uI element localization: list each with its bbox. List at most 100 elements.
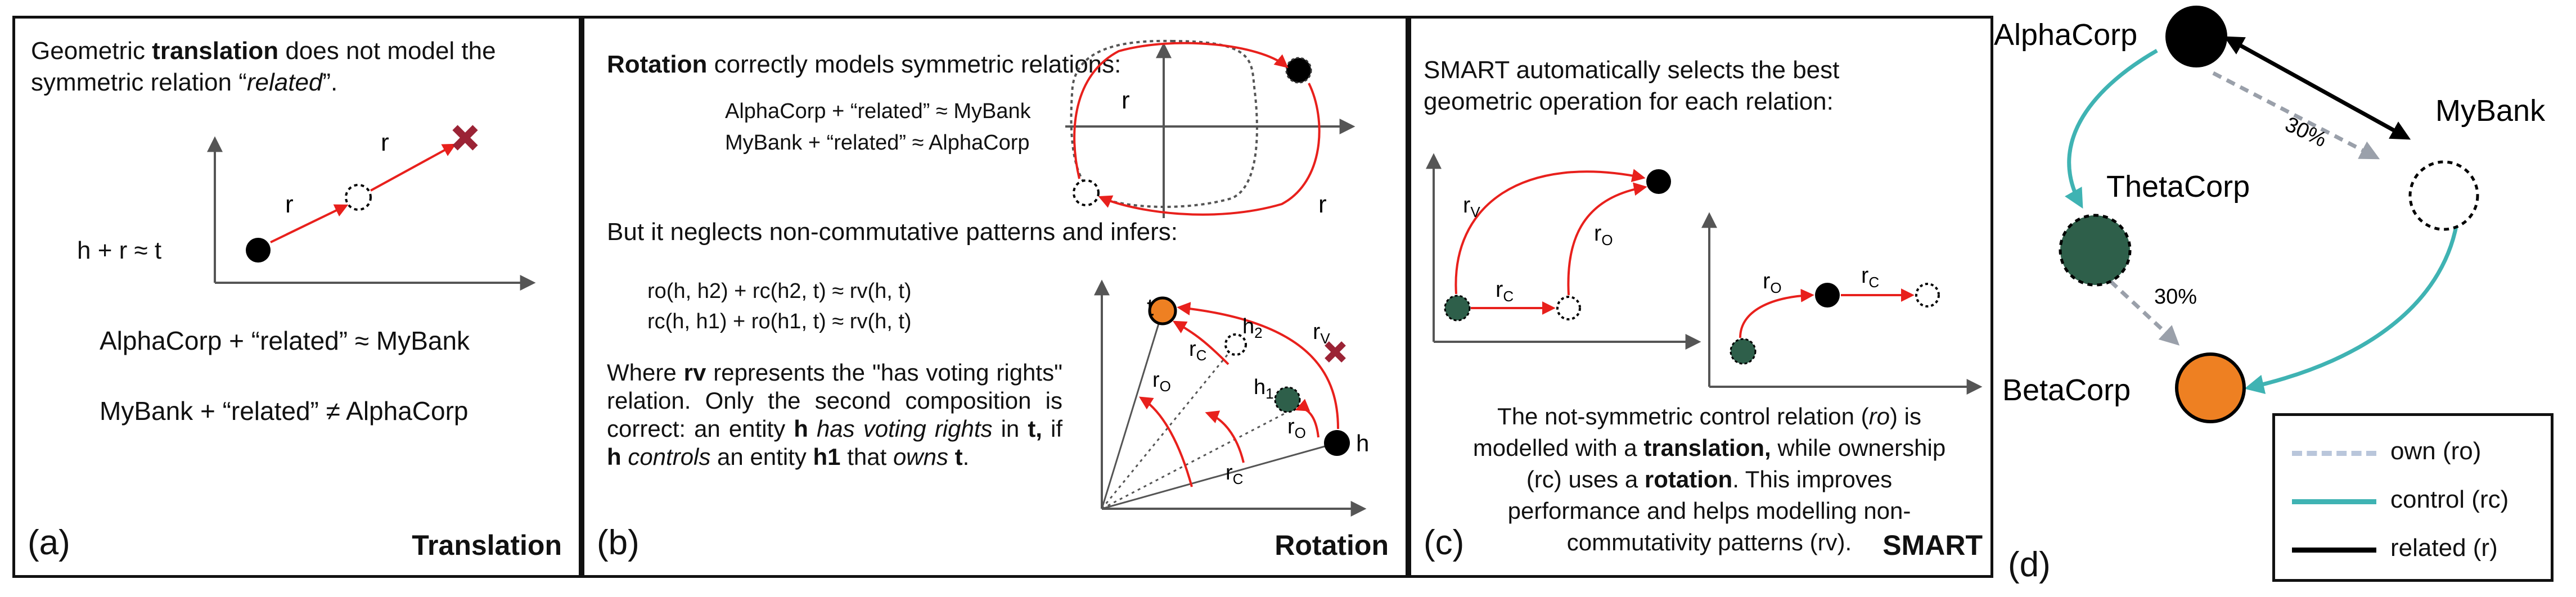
label-h: h — [1356, 430, 1369, 456]
label-mybank: MyBank — [2435, 94, 2546, 128]
label-rc-c1-main: r — [1496, 277, 1503, 302]
where-text: rights" relation. Only the second — [607, 359, 1062, 414]
intro-bold: Rotation — [607, 51, 708, 78]
smart-diagram-left: rV rO rC — [1426, 153, 1701, 350]
para-text: The not-symmetric control relation ( — [1497, 403, 1869, 429]
where-bold: rv — [683, 359, 706, 386]
translation-description: Geometric translation does not model the… — [31, 35, 496, 98]
legend-swatch-related — [2292, 548, 2376, 553]
rotation-intro: Rotation correctly models symmetric rela… — [607, 49, 1121, 80]
panel-letter-b: (b) — [597, 523, 640, 562]
where-paragraph: Where rv represents the "has voting righ… — [607, 359, 1062, 471]
node-t — [1148, 296, 1177, 325]
neglect-text: But it neglects non-commutative patterns… — [607, 218, 1178, 246]
edge-related-forward — [2223, 36, 2408, 140]
label-rv-c-main: r — [1463, 193, 1470, 218]
arrow-ro-h-h1 — [1295, 399, 1319, 438]
where-text: an — [710, 444, 744, 470]
where-bold: t — [954, 444, 963, 470]
legend-label-control: control (rc) — [2390, 486, 2509, 513]
legend-label-related: related (r) — [2390, 534, 2498, 562]
desc-text: symmetric relation “ — [31, 69, 247, 96]
arrow-ro-left — [1567, 182, 1647, 296]
label-ro-c1-main: r — [1594, 221, 1601, 246]
label-ro-c2-sub: O — [1770, 279, 1781, 296]
edge-control-alpha-theta — [2065, 48, 2158, 209]
node-intermediate — [345, 184, 372, 211]
label-h1-sub: 1 — [1266, 385, 1273, 402]
node-dotted-left — [1556, 296, 1581, 320]
arrow-rc-small — [1205, 410, 1245, 463]
label-h1-main: h — [1254, 376, 1266, 399]
equation-1: AlphaCorp + “related” ≈ MyBank — [100, 326, 470, 355]
ray-h1 — [1101, 411, 1288, 510]
legend-swatch-own — [2292, 451, 2376, 456]
para-text: ) is — [1889, 403, 1921, 429]
cross-icon — [452, 125, 478, 151]
legend-swatch-control — [2292, 499, 2376, 504]
where-text: Where — [607, 359, 684, 386]
where-text: entity — [750, 444, 813, 470]
desc-italic: related — [246, 69, 323, 96]
where-text: composition is correct: an entity — [607, 387, 1063, 442]
para-text: commutativity patterns (rv). — [1566, 529, 1852, 555]
para-text: performance and helps modelling non- — [1507, 498, 1911, 524]
node-dotted-right — [1915, 283, 1940, 307]
edge-related-back — [2226, 36, 2411, 140]
label-rv-main: r — [1313, 319, 1320, 344]
para-bold: translation, — [1643, 435, 1771, 461]
label-ro-c2: rO — [1763, 269, 1782, 296]
desc-text: does not model the — [278, 37, 496, 65]
node-h — [246, 238, 271, 263]
label-rv-c-sub: V — [1470, 203, 1480, 220]
intro-text: correctly models symmetric relations: — [707, 51, 1122, 78]
where-bold: t, — [1028, 415, 1042, 442]
para-italic: ro — [1868, 403, 1890, 429]
where-bold: h — [607, 444, 622, 470]
arrow-rot-bottom — [1098, 83, 1321, 216]
node-betacorp — [2175, 352, 2246, 423]
label-h1: h1 — [1254, 376, 1274, 402]
label-ro1-sub: O — [1160, 378, 1171, 395]
edge-own-theta-beta — [2109, 279, 2180, 346]
label-betacorp: BetaCorp — [2002, 373, 2131, 407]
arrow-rc-top — [1172, 320, 1230, 365]
label-ro-c2-main: r — [1763, 269, 1770, 293]
equation-hrt: h + r ≈ t — [77, 237, 162, 264]
para-text: while ownership — [1771, 435, 1946, 461]
smart-diagram-right: rO rC — [1701, 212, 1983, 395]
panel-letter-a: (a) — [28, 523, 70, 562]
label-ro-c1-sub: O — [1601, 232, 1613, 248]
where-bold: h1 — [813, 444, 841, 470]
smart-intro-2: geometric operation for each relation: — [1424, 88, 1834, 115]
label-h2: h2 — [1242, 315, 1263, 341]
label-r1: r — [285, 191, 294, 218]
arrow-rv-left — [1454, 169, 1646, 295]
ray-t — [1101, 316, 1162, 509]
legend-label-own: own (ro) — [2390, 437, 2482, 465]
rotation-eq1: AlphaCorp + “related” ≈ MyBank — [725, 100, 1031, 123]
node-green-left — [1444, 295, 1471, 322]
label-r-bottom: r — [1318, 191, 1327, 218]
label-rc-c1: rC — [1496, 277, 1514, 305]
panel-translation: Geometric translation does not model the… — [12, 16, 582, 578]
arrow-r2 — [370, 143, 457, 192]
label-rv: rV — [1313, 319, 1330, 347]
where-bold: h — [794, 415, 808, 442]
node-mybank — [2408, 160, 2479, 231]
label-ro2-sub: O — [1295, 424, 1306, 441]
rotation-circle — [1070, 39, 1258, 208]
node-thetacorp — [2059, 214, 2132, 287]
panel-rotation: Rotation correctly models symmetric rela… — [582, 16, 1408, 578]
where-text: . — [962, 444, 970, 470]
label-t: t — [1147, 293, 1154, 321]
label-r2: r — [381, 129, 389, 156]
para-text: modelled with a — [1472, 435, 1644, 461]
rotation-eq2: MyBank + “related” ≈ AlphaCorp — [725, 131, 1030, 155]
desc-text: Geometric — [31, 37, 152, 65]
label-ro1: rO — [1152, 368, 1171, 395]
node-black-right — [1815, 283, 1840, 307]
smart-paragraph: The not-symmetric control relation (ro) … — [1439, 401, 1979, 558]
node-alphacorp — [2165, 6, 2227, 67]
where-text: if — [1042, 415, 1063, 442]
